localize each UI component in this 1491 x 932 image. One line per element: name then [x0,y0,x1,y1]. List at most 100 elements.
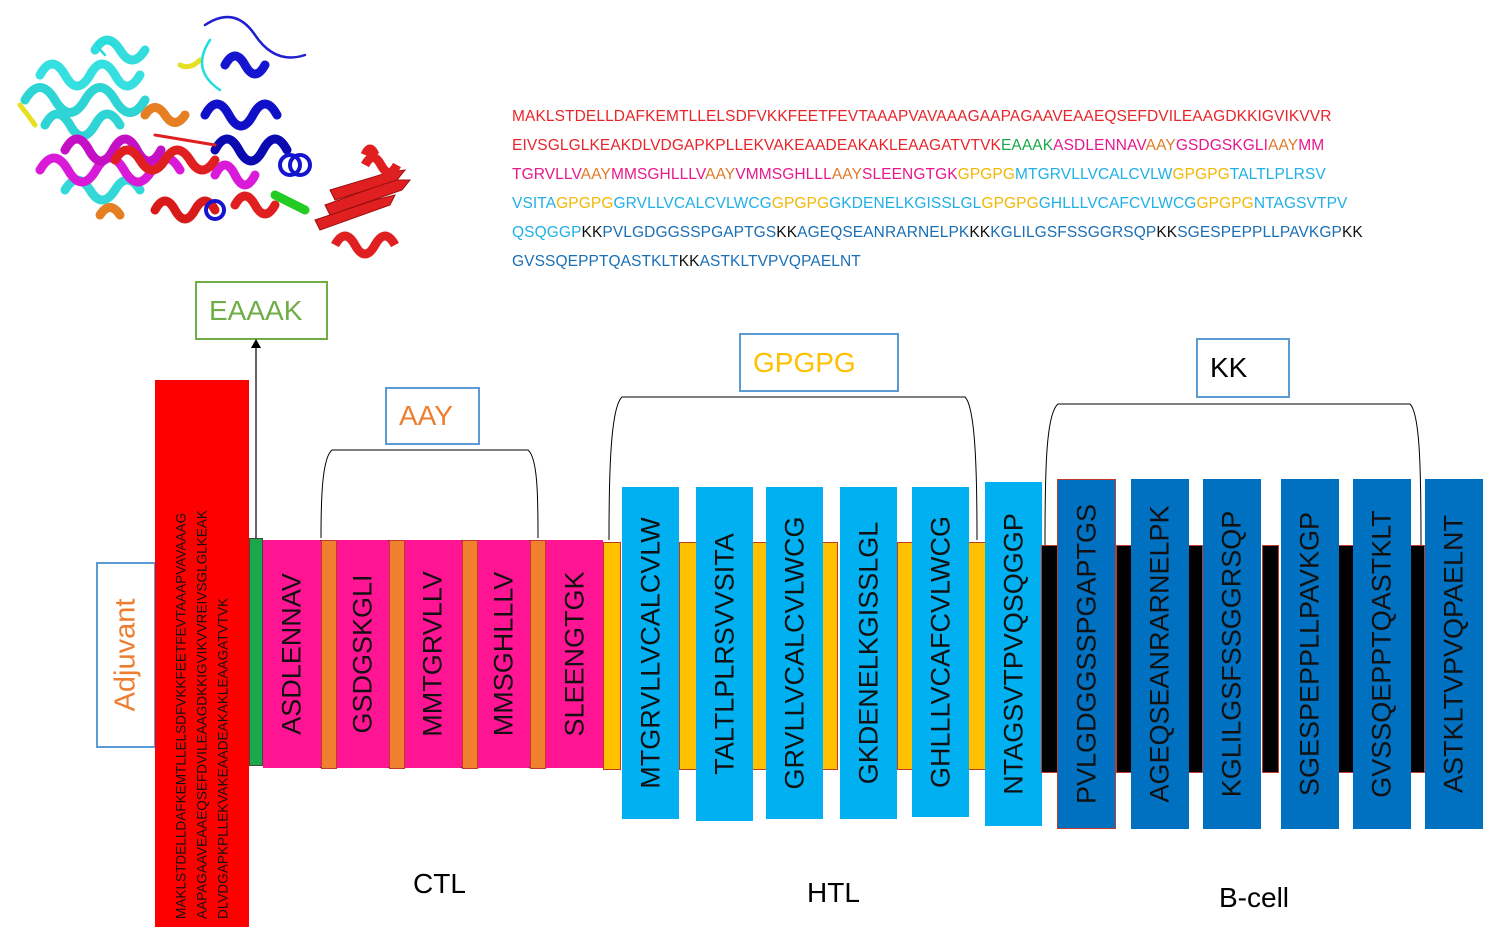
ctl-epitope: SLEENGTGK [546,540,603,768]
sequence-segment: KK [969,224,991,241]
kk-linker-label-box: KK [1196,338,1290,398]
sequence-segment: NTAGSVTPV [1253,195,1348,212]
bcell-epitope-label: PVLGDGGSSPGAPTGS [1071,503,1101,805]
sequence-segment: KK [678,253,700,270]
bcell-epitope: SGESPEPPLLPAVKGP [1281,479,1339,829]
sequence-line: GVSSQEPPTQASTKLTKKASTKLTVPVQPAELNT [512,253,861,271]
htl-epitope-label: MTGRVLLVCALCVLW [635,517,665,789]
aay-linker-block [321,540,337,769]
gpgpg-linker-block [603,542,621,770]
ctl-group-label: CTL [413,868,466,899]
sequence-segment: GPGPG [1172,166,1230,183]
sequence-segment: AAY [705,166,736,183]
bcell-epitope: AGEQSEANRARNELPK [1131,479,1189,829]
htl-epitope: GRVLLVCALCVLWCG [766,487,823,819]
sequence-segment: GPGPG [957,166,1016,183]
protein-3d-structure-image [17,15,412,259]
adjuvant-block: MAKLSTDELLDAFKEMTLLELSDFVKKFEETFEVTAAAPV… [155,380,249,927]
ctl-epitope: GSDGSKGLI [337,540,388,768]
sequence-segment: GPGPG [981,195,1039,212]
sequence-segment: GPGPG [1196,195,1254,212]
htl-epitope-label: GHLLLVCAFCVLWCG [925,515,955,789]
aay-linker-label: AAY [399,400,453,431]
eaaak-linker-label-box: EAAAK [195,281,328,340]
gpgpg-linker-block [679,542,697,770]
adjuvant-seq-line-1: MAKLSTDELLDAFKEMTLLELSDFVKKFEETFEVTAAAPV… [173,512,189,919]
ctl-epitope: ASDLENNAV [263,540,320,768]
sequence-line: EIVSGLGLKEAKDLVDGAPKPLLEKVAKEAADEAKAKLEA… [512,137,1324,155]
sequence-segment: EAAAK [1000,137,1054,154]
bcell-epitope-label: AGEQSEANRARNELPK [1144,505,1175,803]
sequence-segment: ASTKLTVPVQPAELNT [699,253,861,270]
sequence-segment: KGLILGSFSSGGRSQP [990,224,1157,241]
kk-linker-block [1262,545,1279,773]
sequence-segment: SGESPEPPLLPAVKGP [1177,224,1342,241]
sequence-segment: GPGPG [771,195,830,212]
gpgpg-linker-block [968,542,986,770]
htl-epitope: MTGRVLLVCALCVLW [622,487,679,819]
adjuvant-label: Adjuvant [109,598,142,712]
sequence-segment: AAY [1145,137,1176,154]
kk-bracket [1044,403,1422,546]
sequence-segment: VMMSGHLLL [735,166,832,183]
sequence-segment: GRVLLVCALCVLWCG [613,195,772,212]
adjuvant-seq-line-2: AAPAGAAVEAAEQSEFDVILEAAGDKKIGVIKVVREIVSG… [194,509,210,919]
eaaak-linker-label: EAAAK [209,294,303,326]
adjuvant-sequence: MAKLSTDELLDAFKEMTLLELSDFVKKFEETFEVTAAAPV… [171,389,234,919]
ctl-epitope-label: MMSGHLLLV [488,571,518,737]
htl-epitope: GKDENELKGISSLGL [840,487,897,819]
htl-epitope-label: NTAGSVTPVQSQGGP [998,513,1028,795]
sequence-segment: AAY [831,166,863,183]
htl-epitope-label: TALTLPLRSVVSITA [709,533,739,775]
adjuvant-label-box: Adjuvant [96,562,156,748]
sequence-segment: EIVSGLGLKEAKDLVDGAPKPLLEKVAKEAADEAKAKLEA… [512,137,1001,154]
sequence-segment: GVSSQEPPTQASTKLT [512,253,679,270]
ctl-epitope: MMTGRVLLV [405,540,461,768]
bcell-epitope-label: ASTKLTVPVQPAELNT [1438,514,1469,794]
eaaak-arrow [251,339,261,538]
sequence-segment: AAY [580,166,611,183]
kk-linker-block [1337,545,1354,773]
sequence-segment: QSQGGP [512,224,582,241]
aay-linker-label-box: AAY [385,387,480,445]
sequence-segment: KK [776,224,798,241]
eaaak-linker-block [249,538,263,766]
sequence-segment: MTGRVLLVCALCVLW [1015,166,1173,183]
sequence-segment: KK [581,224,603,241]
sequence-line: MAKLSTDELLDAFKEMTLLELSDFVKKFEETFEVTAAAPV… [512,108,1332,126]
ctl-epitope-label: GSDGSKGLI [347,574,377,734]
sequence-segment: MM [1298,137,1325,154]
sequence-segment: GPGPG [556,195,614,212]
aay-linker-block [462,540,478,769]
sequence-segment: GKDENELKGISSLGL [829,195,982,212]
sequence-segment: PVLGDGGSSPGAPTGS [602,224,777,241]
bcell-epitope: GVSSQEPPTQASTKLT [1353,479,1411,829]
bcell-epitope-label: GVSSQEPPTQASTKLT [1366,510,1397,798]
sequence-segment: KK [1156,224,1178,241]
sequence-segment: MAKLSTDELLDAFKEMTLLELSDFVKKFEETFEVTAAAPV… [512,108,1332,125]
sequence-segment: MMSGHLLLV [610,166,706,183]
sequence-line: QSQGGPKKPVLGDGGSSPGAPTGSKKAGEQSEANRARNEL… [512,224,1363,242]
aay-bracket [320,449,539,539]
aay-linker-block [530,540,546,769]
sequence-segment: AGEQSEANRARNELPK [797,224,970,241]
htl-epitope: GHLLLVCAFCVLWCG [912,487,969,817]
ctl-epitope-label: SLEENGTGK [559,571,589,737]
bcell-epitope-label: KGLILGSFSSGGRSQP [1216,510,1247,798]
sequence-segment: TALTLPLRSV [1229,166,1326,183]
htl-epitope-label: GRVLLVCALCVLWCG [779,516,809,790]
sequence-segment: ASDLENNAV [1053,137,1146,154]
bcell-epitope-label: SGESPEPPLLPAVKGP [1294,511,1325,797]
sequence-segment: GSDGSKGLI [1175,137,1269,154]
sequence-segment: TGRVLLV [512,166,581,183]
bcell-epitope: KGLILGSFSSGGRSQP [1203,479,1261,829]
adjuvant-seq-line-3: DLVDGAPKPLLEKVAKEAADEAKAKLEAAGATVTVK [215,597,231,919]
ctl-epitope: MMSGHLLLV [478,540,529,768]
ctl-epitope-label: MMTGRVLLV [417,571,448,737]
gpgpg-linker-label-box: GPGPG [739,333,899,392]
htl-epitope: TALTLPLRSVVSITA [696,487,753,821]
sequence-segment: SLEENGTGK [862,166,958,183]
sequence-segment: GHLLLVCAFCVLWCG [1038,195,1197,212]
sequence-segment: KK [1341,224,1363,241]
